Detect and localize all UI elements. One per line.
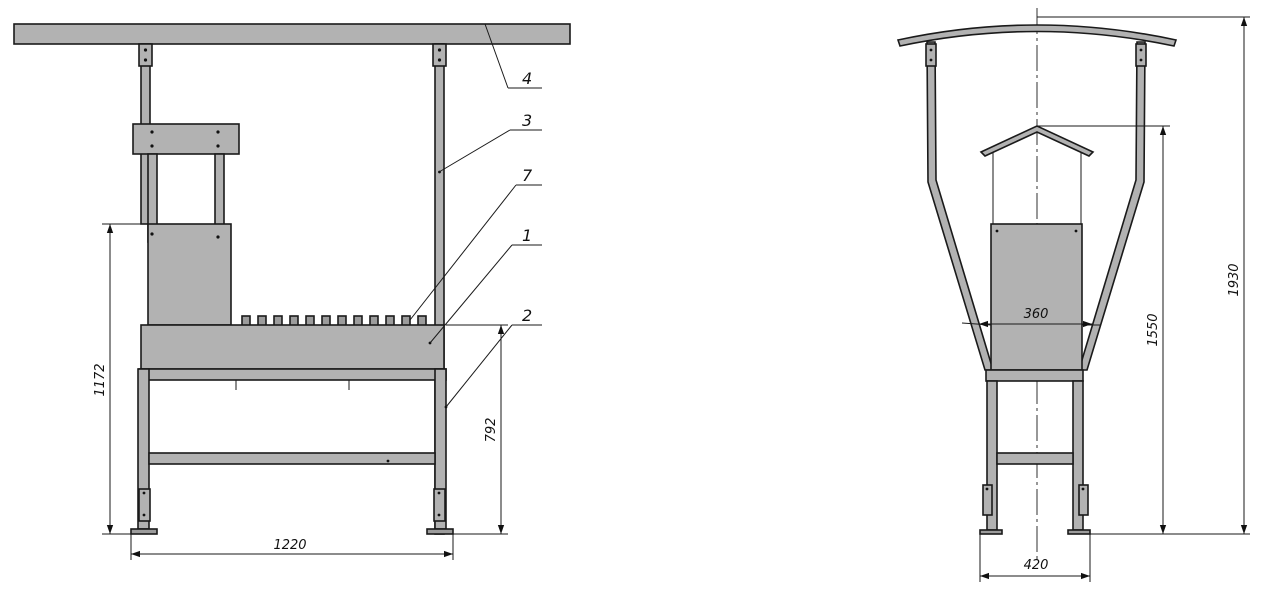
callout-7: 7	[522, 166, 533, 185]
chimney-board	[132, 123, 240, 155]
side-right-post	[1077, 41, 1147, 371]
dimension-420: 420	[979, 534, 1091, 582]
callout-1: 1	[522, 226, 532, 245]
dimension-360: 360	[979, 307, 1092, 328]
callout-2: 2	[522, 306, 532, 325]
dimension-1220: 1220	[130, 534, 454, 560]
right-leg	[426, 368, 454, 535]
svg-text:360: 360	[1024, 307, 1049, 322]
svg-text:420: 420	[1024, 558, 1049, 573]
side-left-post	[925, 41, 995, 371]
lower-crossbar	[148, 452, 436, 465]
callout-4: 4	[522, 69, 532, 88]
svg-text:1930: 1930	[1227, 263, 1242, 296]
left-leg	[130, 368, 158, 535]
side-chimney-box	[990, 223, 1083, 371]
dimension-1930: 1930	[1037, 16, 1250, 535]
dimension-1172: 1172	[93, 223, 148, 535]
side-crossbar	[996, 452, 1074, 465]
side-view: 360 1550 1930 420	[896, 8, 1250, 582]
svg-text:1550: 1550	[1146, 313, 1161, 346]
callout-3: 3	[522, 111, 532, 130]
curved-roof	[896, 24, 1178, 47]
roof-panel	[13, 23, 571, 45]
dimension-1550: 1550	[1037, 125, 1170, 535]
dimension-792: 792	[446, 324, 508, 535]
firebox	[140, 324, 445, 370]
svg-text:1172: 1172	[93, 363, 108, 396]
svg-text:1220: 1220	[273, 538, 306, 553]
table-top-rail	[138, 368, 447, 381]
front-view: 4 3 7 1 2 1172 792 1220	[13, 23, 571, 560]
side-base-rail	[985, 369, 1084, 382]
svg-text:792: 792	[484, 418, 499, 443]
chimney-box	[147, 223, 232, 326]
